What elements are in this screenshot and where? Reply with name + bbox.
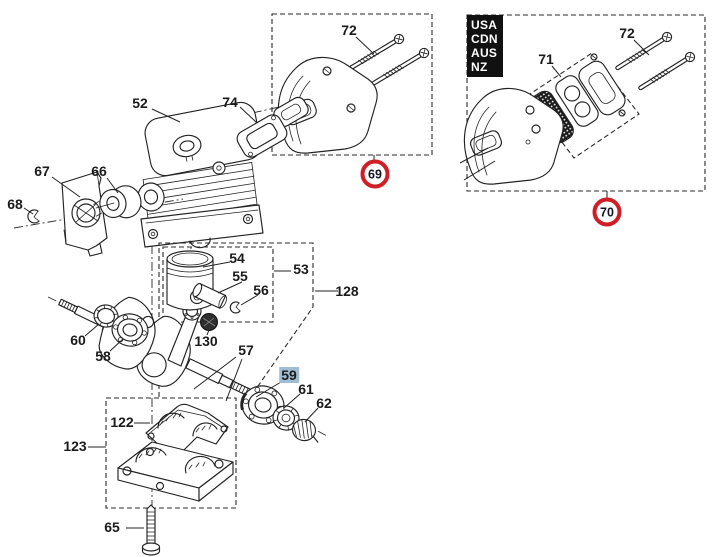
part-label-71: 71 [538,51,554,67]
part-label-55: 55 [232,268,248,284]
region-tag-line: AUS [471,46,498,61]
part-label-74: 74 [222,94,238,110]
pin-clip-56 [229,301,241,314]
seal-61 [272,405,300,431]
crankcase-half [117,441,234,502]
part-label-67: 67 [34,163,50,179]
part-label-58: 58 [95,348,111,364]
bearing-58 [111,313,149,347]
cylinder-base-flange [140,204,264,248]
part-label-128: 128 [335,283,359,299]
part-label-72-left: 72 [341,22,357,38]
needle-bearing-130 [200,313,218,331]
part-label-65: 65 [104,519,120,535]
part-label-62: 62 [316,395,332,411]
part-label-68: 68 [7,196,23,212]
short-block-128-outline [158,242,314,400]
crankcase-gasket-122 [145,403,229,453]
muffler-assembly-70 [459,14,706,198]
bracket-67 [61,171,108,257]
leader-lines [23,36,650,529]
wrist-pin-55 [192,282,227,309]
part-label-66: 66 [91,163,107,179]
part-label-130: 130 [194,333,218,349]
region-tag-line: USA [471,18,498,32]
part-label-123: 123 [63,438,87,454]
part-label-61: 61 [298,381,314,397]
region-tag-line: NZ [471,60,488,75]
part-label-72-right: 72 [619,25,635,41]
group-callout-69: 69 [360,159,390,189]
part-label-122: 122 [110,414,134,430]
part-label-59: 59 [279,367,299,383]
part-label-60: 60 [70,332,86,348]
part-label-52: 52 [132,95,148,111]
worm-spring-62 [291,418,319,443]
part-label-56: 56 [253,282,269,298]
clip-68 [27,209,40,224]
seal-60 [93,304,119,328]
muffler-70 [459,87,564,185]
part-label-54: 54 [229,250,245,266]
crankcase-assembly-123 [105,397,237,509]
muffler-gasket-74 [236,96,309,158]
part-label-57: 57 [238,342,254,358]
intake-boot-66 [93,185,142,219]
part-label-53: 53 [293,261,309,277]
region-tag-line: CDN [471,32,498,47]
crankcase-bolt-65 [141,504,161,556]
cylinder-52 [137,101,264,249]
spark-plug-boss [172,134,202,162]
group-callout-70: 70 [592,197,622,227]
